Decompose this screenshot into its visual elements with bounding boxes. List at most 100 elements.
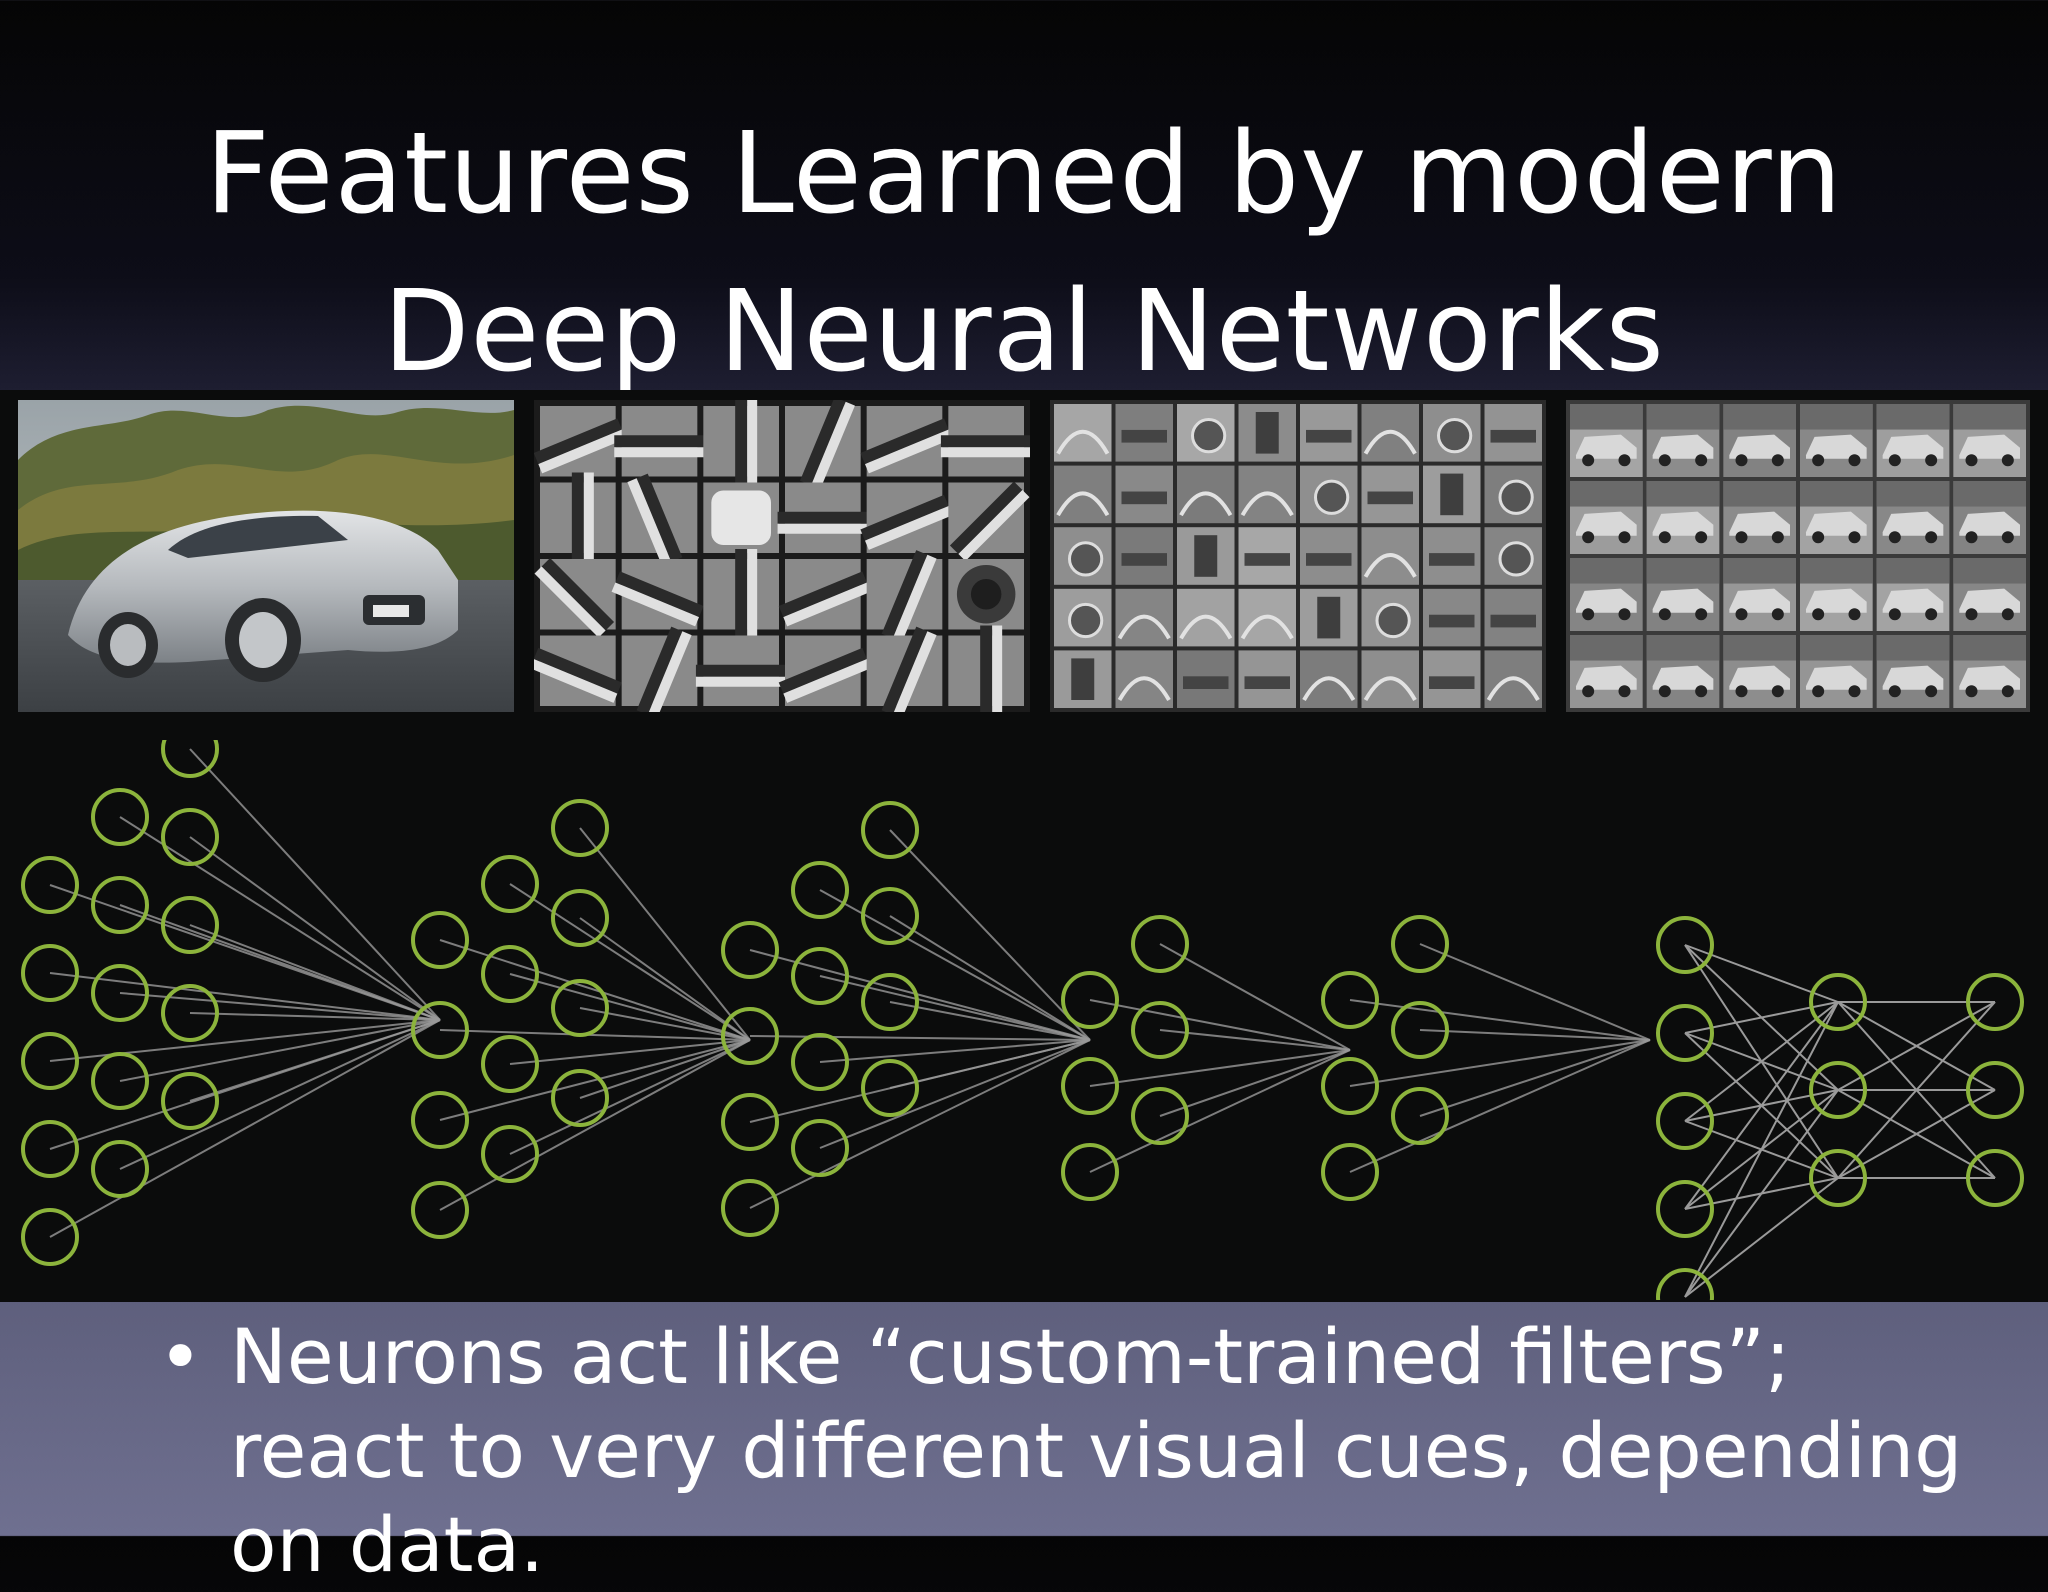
filter-cell: [703, 549, 779, 640]
filter-cell: [534, 558, 616, 638]
part-cell: [1238, 588, 1296, 647]
network-layer-6: [1656, 916, 1714, 1300]
object-cell: [1800, 635, 1873, 708]
neuron: [721, 1007, 779, 1065]
neuron: [481, 855, 539, 913]
object-cell: [1800, 404, 1873, 477]
neuron: [1391, 915, 1449, 973]
bullet-list: • Neurons act like “custom-trained filte…: [158, 1310, 1978, 1592]
network-layer-4: [1061, 915, 1189, 1201]
part-cell: [1361, 527, 1419, 585]
neuron: [1656, 1180, 1714, 1238]
title-line-2: Deep Neural Networks: [383, 267, 1665, 397]
input-photo-car: [18, 400, 514, 712]
part-cell: [1361, 650, 1419, 708]
neuron: [161, 808, 219, 866]
filter-cell: [540, 472, 616, 563]
filter-cell: [534, 635, 622, 706]
neuron: [411, 1181, 469, 1239]
neuron: [21, 1208, 79, 1266]
object-cell: [1953, 558, 2026, 631]
network-layer-5: [1321, 915, 1449, 1201]
filter-cell: [703, 400, 779, 487]
part-cell: [1177, 465, 1235, 524]
object-cell: [1876, 404, 1950, 477]
neuron: [481, 1125, 539, 1183]
neuron: [1656, 1004, 1714, 1062]
neuron: [161, 1072, 219, 1130]
filter-cell: [940, 406, 1030, 477]
neuron: [1966, 1061, 2024, 1119]
network-layer-1: [21, 740, 219, 1266]
layer2-part-features: [1050, 400, 1546, 712]
neuron: [1391, 1001, 1449, 1059]
filter-cell: [785, 400, 861, 490]
object-cell: [1723, 481, 1796, 554]
neuron: [551, 889, 609, 947]
part-cell: [1054, 465, 1112, 524]
filter-cell: [948, 625, 1024, 712]
filter-cell: [866, 550, 943, 643]
part-cell: [1300, 527, 1358, 585]
neuron: [1809, 973, 1867, 1031]
part-cell: [1361, 465, 1419, 524]
neuron: [551, 1069, 609, 1127]
part-cell: [1177, 588, 1235, 647]
car-photo: [18, 400, 514, 712]
neuron: [91, 1140, 149, 1198]
object-cell: [1800, 558, 1873, 631]
filter-cell: [777, 482, 869, 553]
neuron: [1061, 971, 1119, 1029]
neuron: [1131, 1001, 1189, 1059]
neuron: [551, 799, 609, 857]
neuron: [1391, 1087, 1449, 1145]
neuron: [1061, 1143, 1119, 1201]
neuron: [861, 973, 919, 1031]
neuron: [791, 861, 849, 919]
filter-cell: [621, 473, 698, 566]
bullet-text: Neurons act like “custom-trained filters…: [230, 1312, 1963, 1589]
neuron: [721, 921, 779, 979]
object-cell: [1723, 404, 1796, 477]
layer1-edge-filters: [534, 400, 1030, 712]
part-cell: [1238, 465, 1296, 524]
part-cell: [1054, 588, 1112, 647]
part-features-grid: [1050, 400, 1546, 712]
object-cell: [1570, 635, 1643, 708]
filter-cell: [948, 481, 1030, 562]
neuron: [1321, 1057, 1379, 1115]
part-cell: [1484, 650, 1542, 708]
object-cell: [1646, 404, 1720, 477]
part-cell: [1300, 650, 1358, 708]
neuron: [721, 1093, 779, 1151]
part-cell: [1484, 527, 1542, 585]
neuron: [481, 945, 539, 1003]
neuron: [1321, 971, 1379, 1029]
neuron: [861, 887, 919, 945]
neuron: [721, 1179, 779, 1237]
neuron: [1809, 1149, 1867, 1207]
part-cell: [1238, 650, 1296, 708]
slide-title: Features Learned by modern Deep Neural N…: [0, 95, 2048, 411]
part-cell: [1423, 465, 1481, 524]
neuron: [91, 964, 149, 1022]
neuron: [1966, 1149, 2024, 1207]
part-cell: [1054, 527, 1112, 585]
network-layer-8: [1966, 973, 2024, 1207]
part-cell: [1423, 650, 1481, 708]
object-cell: [1876, 635, 1950, 708]
part-cell: [1177, 650, 1235, 708]
neuron: [1656, 1268, 1714, 1300]
part-cell: [1300, 404, 1358, 462]
part-cell: [1423, 588, 1481, 647]
object-cell: [1570, 481, 1643, 554]
object-cell: [1646, 635, 1720, 708]
filter-cell: [621, 626, 698, 712]
neuron: [1131, 1087, 1189, 1145]
object-cell: [1723, 558, 1796, 631]
part-cell: [1177, 527, 1235, 585]
neuron: [1321, 1143, 1379, 1201]
neuron: [1966, 973, 2024, 1031]
part-cell: [1054, 404, 1112, 462]
filter-cell: [534, 406, 626, 477]
